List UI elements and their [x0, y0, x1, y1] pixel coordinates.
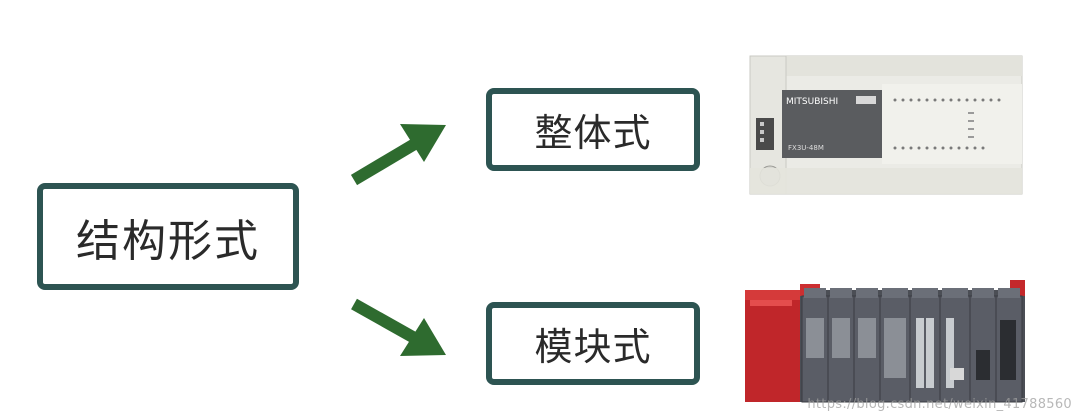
plc-model-text: FX3U-48M [788, 144, 824, 152]
plc-integral-image: MITSUBISHI FX3U-48M [749, 55, 1023, 195]
root-label: 结构形式 [76, 215, 260, 267]
branch-node-integral: 整体式 [486, 88, 700, 171]
watermark-text: https://blog.csdn.net/weixin_41788560 [807, 397, 1072, 412]
branch-label-integral: 整体式 [534, 111, 652, 155]
plc-brand-text: MITSUBISHI [786, 97, 838, 107]
branch-label-modular: 模块式 [534, 325, 652, 369]
arrow-to-modular [351, 298, 446, 356]
root-node: 结构形式 [37, 183, 299, 290]
branch-node-modular: 模块式 [486, 302, 700, 385]
arrow-to-integral [350, 124, 446, 186]
plc-modular-image [745, 280, 1025, 403]
